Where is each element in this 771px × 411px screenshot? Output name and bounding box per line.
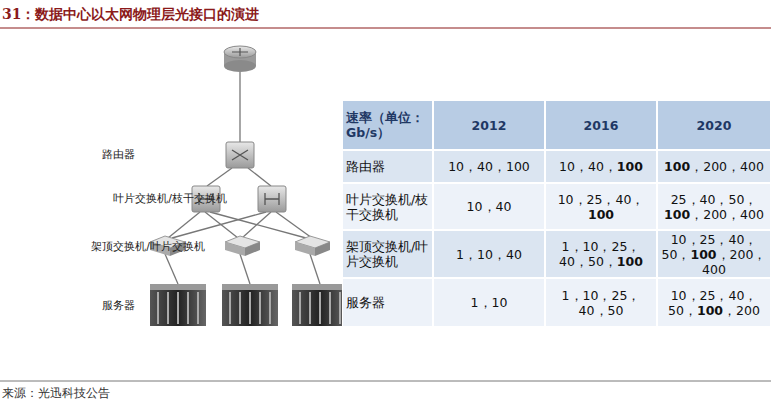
table-cell: 架顶交换机/叶片交换机 — [342, 230, 433, 278]
table-cell: 10，25，40，100 — [545, 183, 657, 230]
table-cell: 叶片交换机/枝干交换机 — [342, 183, 433, 230]
header-text: 2020 — [697, 118, 732, 133]
table-cell: 路由器 — [342, 150, 433, 183]
rate-values: 10，25，40，100 — [549, 192, 653, 222]
header-text: 速率（单位：Gb/s） — [346, 110, 429, 140]
rate-values: 1，10，25，40，50 — [549, 288, 653, 318]
server-icons — [150, 284, 348, 326]
header-cell: 2012 — [433, 100, 545, 150]
router-icon — [224, 46, 256, 72]
rate-values: 1，10，25，40，50，100 — [549, 239, 653, 269]
tier-label: 路由器 — [102, 147, 135, 162]
table-cell: 25，40，50，100，200，400 — [657, 183, 771, 230]
table-cell: 1，10，25，40，50 — [545, 278, 657, 327]
table-cell: 1，10，40 — [433, 230, 545, 278]
title-rule — [0, 28, 771, 29]
header-cell: 2020 — [657, 100, 771, 150]
rate-values: 10，40，100 — [559, 159, 643, 174]
table-cell: 服务器 — [342, 278, 433, 327]
header-cell: 速率（单位：Gb/s） — [342, 100, 433, 150]
rate-values: 10，40 — [467, 199, 512, 214]
row-label: 架顶交换机/叶片交换机 — [346, 239, 429, 269]
row-label: 服务器 — [346, 295, 385, 310]
header-cell: 2016 — [545, 100, 657, 150]
table-cell: 10，40，100 — [545, 150, 657, 183]
rate-values: 25，40，50，100，200，400 — [661, 192, 767, 222]
rate-values: 10，40，100 — [448, 159, 530, 174]
rate-values: 1，10，40 — [456, 247, 522, 262]
row-label: 路由器 — [346, 159, 385, 174]
rate-values: 1，10 — [471, 295, 508, 310]
header-text: 2016 — [584, 118, 619, 133]
tier-label: 叶片交换机/枝干交换机 — [113, 191, 227, 206]
tier-label: 架顶交换机/叶片交换机 — [91, 239, 205, 254]
table-cell: 10，40，100 — [433, 150, 545, 183]
table-cell: 1，10，25，40，50，100 — [545, 230, 657, 278]
table-cell: 1，10 — [433, 278, 545, 327]
rate-values: 10，25，40，50，100，200，400 — [661, 232, 767, 277]
tier-label: 服务器 — [102, 298, 135, 313]
row-label: 叶片交换机/枝干交换机 — [346, 192, 429, 222]
core-switch-icon — [226, 142, 254, 168]
table-cell: 100，200，400 — [657, 150, 771, 183]
table-cell: 10，40 — [433, 183, 545, 230]
figure-title: 31：数据中心以太网物理层光接口的演进 — [2, 6, 259, 24]
rate-values: 100，200，400 — [664, 159, 764, 174]
rate-values: 10，25，40，50，100，200 — [661, 288, 767, 318]
source-rule — [0, 381, 771, 382]
source-note: 来源：光迅科技公告 — [2, 385, 110, 402]
table-cell: 10，25，40，50，100，200 — [657, 278, 771, 327]
header-text: 2012 — [472, 118, 507, 133]
table-cell: 10，25，40，50，100，200，400 — [657, 230, 771, 278]
